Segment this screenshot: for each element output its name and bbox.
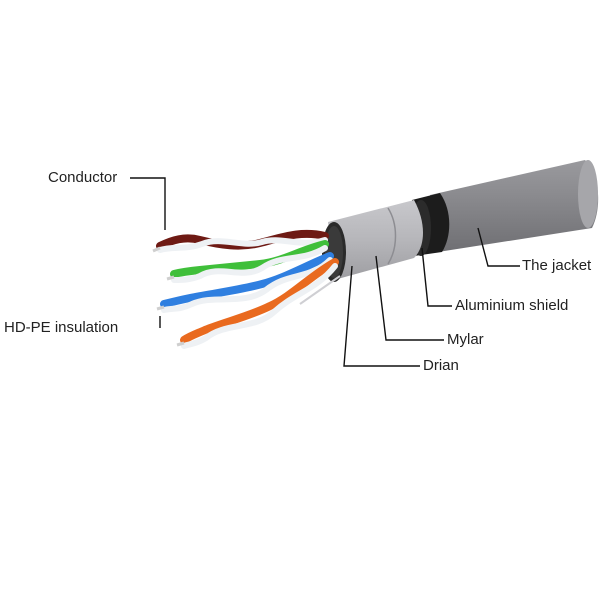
jacket-label: The jacket: [522, 257, 592, 274]
aluminium-shield-label: Aluminium shield: [455, 297, 568, 314]
conductor-label: Conductor: [48, 169, 117, 186]
green-pair: [166, 240, 329, 283]
aluminium-leader: [421, 247, 452, 307]
mylar-label: Mylar: [447, 331, 484, 348]
mylar-leader: [375, 255, 444, 341]
drain-wire: [299, 275, 341, 305]
mylar-wrap: [322, 200, 423, 282]
drain-label: Drian: [423, 357, 459, 374]
cable-jacket: [430, 160, 599, 252]
blue-pair: [156, 252, 334, 313]
drain-leader: [343, 265, 420, 367]
brown-pair: [152, 229, 329, 253]
orange-pair: [176, 258, 339, 349]
jacket-leader: [477, 227, 520, 267]
conductor-leader: [130, 177, 166, 230]
insulation-label: HD-PE insulation: [4, 319, 118, 336]
